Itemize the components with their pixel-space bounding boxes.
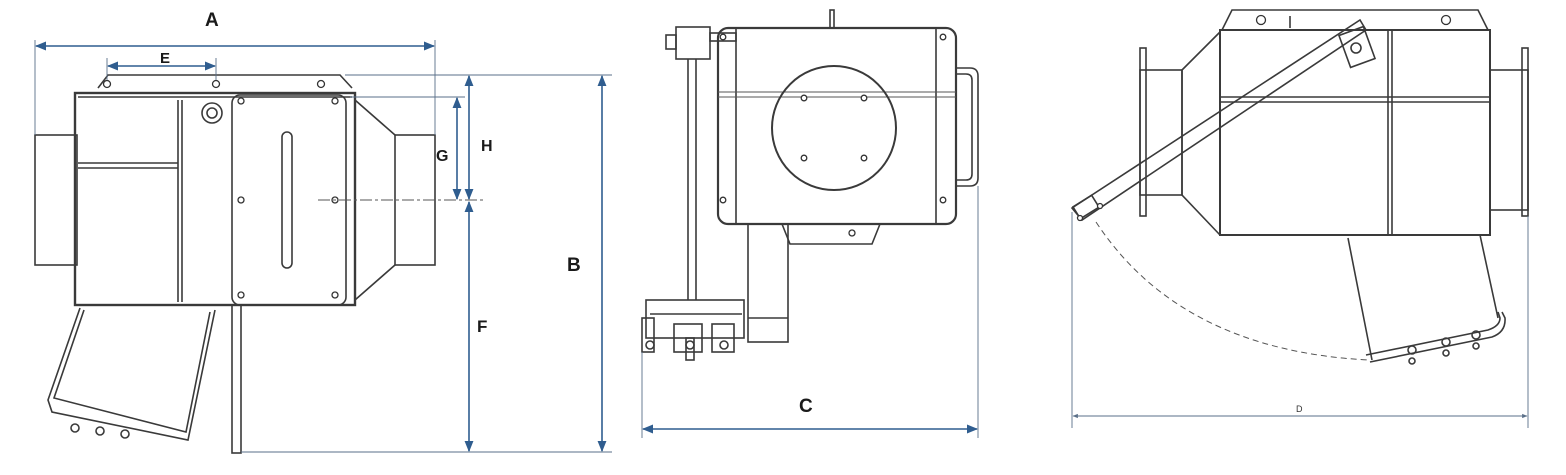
dimension-label-d: D bbox=[1296, 404, 1303, 414]
side-view: C bbox=[641, 9, 979, 438]
dimension-label-f: F bbox=[477, 317, 487, 336]
dimension-label-c: C bbox=[799, 396, 813, 417]
open-view: D bbox=[1070, 9, 1529, 428]
dimension-label-g: G bbox=[436, 148, 448, 165]
dimension-label-a: A bbox=[205, 10, 219, 31]
front-view: A E G H F B bbox=[34, 10, 612, 454]
dimension-label-h: H bbox=[481, 138, 493, 155]
dimension-label-e: E bbox=[160, 50, 170, 67]
dimension-label-b: B bbox=[567, 255, 581, 276]
